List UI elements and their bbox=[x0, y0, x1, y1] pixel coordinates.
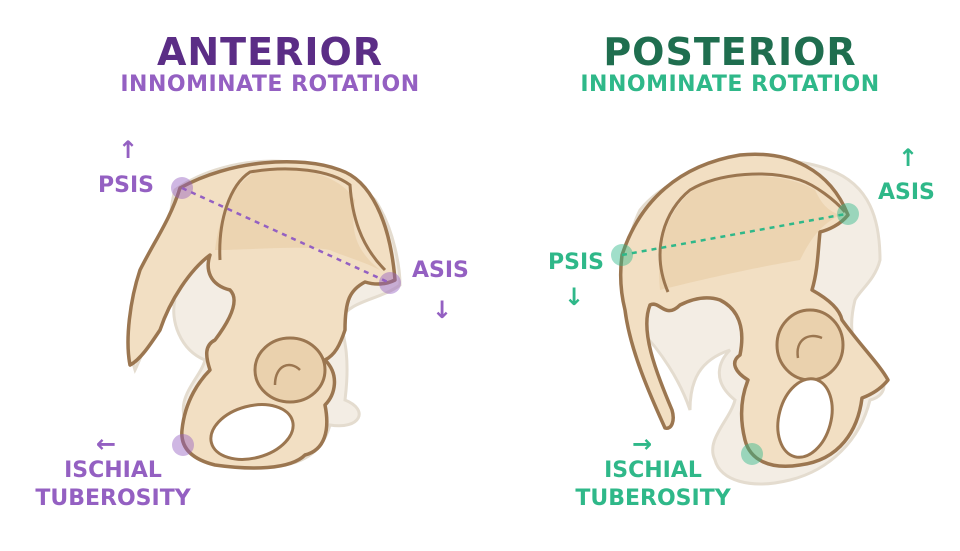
posterior-ischial-arrow-right-icon: → bbox=[632, 430, 653, 458]
anterior-title: ANTERIOR bbox=[156, 30, 384, 74]
posterior-psis-marker bbox=[611, 244, 633, 266]
posterior-title: POSTERIOR bbox=[603, 30, 857, 74]
posterior-asis-label: ASIS bbox=[878, 180, 935, 205]
anterior-psis-arrow-up-icon: ↑ bbox=[118, 136, 139, 164]
anterior-hip-bone bbox=[126, 159, 397, 470]
anterior-psis-label: PSIS bbox=[98, 173, 154, 198]
anterior-asis-label: ASIS bbox=[412, 258, 469, 283]
anterior-ischial-label-line2: TUBEROSITY bbox=[35, 486, 191, 511]
anterior-asis-arrow-down-icon: ↓ bbox=[432, 296, 453, 324]
anterior-psis-marker bbox=[171, 177, 193, 199]
anterior-ischial-label-line1: ISCHIAL bbox=[64, 458, 162, 483]
posterior-asis-arrow-up-icon: ↑ bbox=[898, 144, 919, 172]
posterior-ischial-label-line1: ISCHIAL bbox=[604, 458, 702, 483]
anterior-ischial-arrow-left-icon: ← bbox=[96, 430, 117, 458]
anterior-asis-marker bbox=[379, 272, 401, 294]
posterior-hip-bone bbox=[619, 152, 890, 468]
posterior-asis-marker bbox=[837, 203, 859, 225]
anterior-ischial-marker bbox=[172, 434, 194, 456]
posterior-ischial-marker bbox=[741, 443, 763, 465]
posterior-psis-arrow-down-icon: ↓ bbox=[564, 283, 585, 311]
posterior-psis-label: PSIS bbox=[548, 250, 604, 275]
posterior-ischial-label-line2: TUBEROSITY bbox=[575, 486, 731, 511]
anterior-subtitle: INNOMINATE ROTATION bbox=[120, 72, 420, 97]
posterior-subtitle: INNOMINATE ROTATION bbox=[580, 72, 880, 97]
posterior-asis-psis-line bbox=[621, 212, 847, 257]
anterior-asis-psis-line bbox=[181, 186, 391, 285]
